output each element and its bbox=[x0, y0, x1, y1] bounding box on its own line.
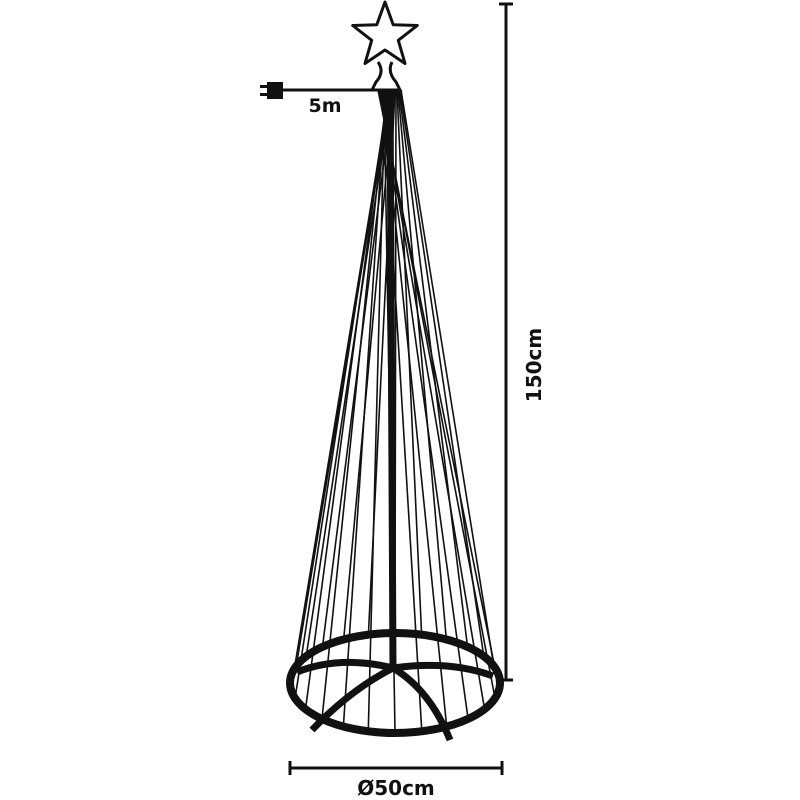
height-dimension-line bbox=[499, 2, 513, 682]
height-label: 150cm bbox=[522, 328, 546, 402]
light-strand bbox=[396, 89, 423, 637]
base-ring bbox=[286, 629, 504, 737]
light-strand bbox=[397, 89, 448, 642]
light-strand bbox=[367, 89, 386, 730]
light-strand bbox=[398, 89, 469, 650]
light-strand bbox=[342, 89, 395, 642]
base-spoke-right bbox=[391, 664, 454, 742]
light-strand bbox=[321, 89, 394, 650]
base-spoke-left bbox=[309, 664, 395, 733]
diameter-label: Ø50cm bbox=[357, 776, 435, 800]
light-strand bbox=[294, 89, 392, 671]
light-strand bbox=[400, 89, 496, 671]
light-strand bbox=[305, 89, 393, 660]
light-strand bbox=[379, 89, 485, 708]
star-topper-icon bbox=[351, 0, 419, 92]
center-pole bbox=[386, 89, 397, 669]
light-strand bbox=[291, 89, 391, 684]
power-cable bbox=[260, 82, 372, 99]
plug-icon bbox=[267, 82, 283, 99]
light-strand bbox=[399, 89, 485, 660]
cable-length-label: 5m bbox=[308, 95, 341, 117]
diameter-dimension-line bbox=[288, 761, 504, 775]
